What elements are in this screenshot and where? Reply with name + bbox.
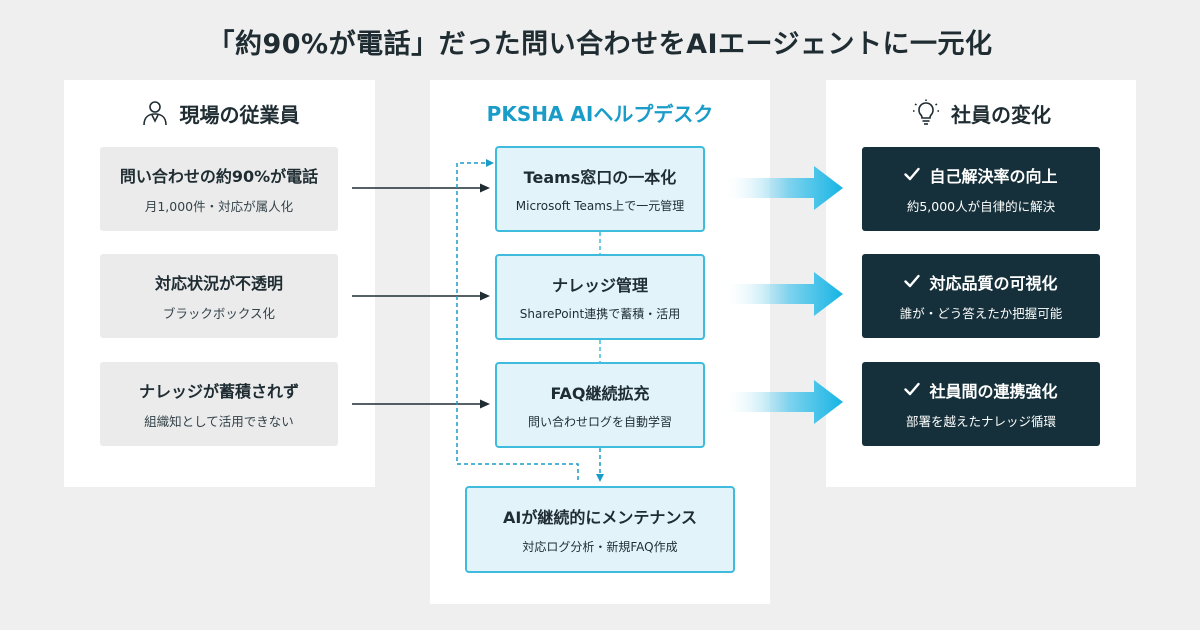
helpdesk-panel-title: PKSHA AIヘルプデスク — [486, 102, 714, 126]
change-panel-title: 社員の変化 — [951, 102, 1051, 127]
employee-panel-title: 現場の従業員 — [179, 102, 300, 127]
result-box: 社員間の連携強化 部署を越えたナレッジ循環 — [862, 362, 1100, 446]
result-title: 対応品質の可視化 — [929, 274, 1058, 293]
result-heading: 自己解決率の向上 — [904, 163, 1058, 187]
change-panel-header: 社員の変化 — [826, 98, 1136, 128]
result-box: 対応品質の可視化 誰が・どう答えたか把握可能 — [862, 254, 1100, 338]
result-subtitle: 約5,000人が自律的に解決 — [906, 199, 1056, 214]
feature-box: ナレッジ管理 SharePoint連携で蓄積・活用 — [495, 254, 705, 340]
lightbulb-icon — [911, 98, 941, 128]
feature-box: Teams窓口の一本化 Microsoft Teams上で一元管理 — [495, 146, 705, 232]
result-heading: 対応品質の可視化 — [904, 270, 1058, 294]
result-subtitle: 部署を越えたナレッジ循環 — [905, 414, 1056, 429]
feature-title: Teams窓口の一本化 — [523, 168, 677, 187]
problem-title: 問い合わせの約90%が電話 — [119, 167, 319, 186]
checkmark-icon — [904, 273, 921, 292]
feature-subtitle: 問い合わせログを自動学習 — [527, 415, 672, 429]
result-heading: 社員間の連携強化 — [904, 378, 1058, 402]
result-title: 自己解決率の向上 — [929, 167, 1058, 186]
problem-box: 対応状況が不透明 ブラックボックス化 — [100, 254, 338, 338]
helpdesk-panel-header: PKSHA AIヘルプデスク — [430, 98, 770, 127]
feature-subtitle: SharePoint連携で蓄積・活用 — [519, 307, 681, 321]
result-subtitle: 誰が・どう答えたか把握可能 — [899, 306, 1063, 321]
problem-title: 対応状況が不透明 — [154, 274, 283, 293]
feature-title: FAQ継続拡充 — [550, 384, 650, 403]
problem-subtitle: ブラックボックス化 — [162, 306, 276, 321]
person-icon — [140, 98, 170, 128]
result-title: 社員間の連携強化 — [929, 382, 1058, 401]
problem-subtitle: 月1,000件・対応が属人化 — [144, 199, 294, 214]
page-title: 「約90%が電話」だった問い合わせをAIエージェントに一元化 — [207, 29, 993, 60]
feature-subtitle: Microsoft Teams上で一元管理 — [515, 199, 685, 213]
problem-title: ナレッジが蓄積されず — [138, 382, 299, 401]
result-box: 自己解決率の向上 約5,000人が自律的に解決 — [862, 147, 1100, 231]
problem-box: ナレッジが蓄積されず 組織知として活用できない — [100, 362, 338, 446]
maintenance-title: AIが継続的にメンテナンス — [502, 508, 698, 527]
maintenance-box: AIが継続的にメンテナンス 対応ログ分析・新規FAQ作成 — [465, 486, 735, 573]
feature-title: ナレッジ管理 — [551, 276, 648, 295]
employee-panel-header: 現場の従業員 — [64, 98, 375, 128]
maintenance-subtitle: 対応ログ分析・新規FAQ作成 — [522, 540, 678, 554]
feature-box: FAQ継続拡充 問い合わせログを自動学習 — [495, 362, 705, 448]
problem-subtitle: 組織知として活用できない — [144, 414, 294, 429]
checkmark-icon — [904, 166, 921, 185]
problem-box: 問い合わせの約90%が電話 月1,000件・対応が属人化 — [100, 147, 338, 231]
checkmark-icon — [904, 381, 921, 400]
